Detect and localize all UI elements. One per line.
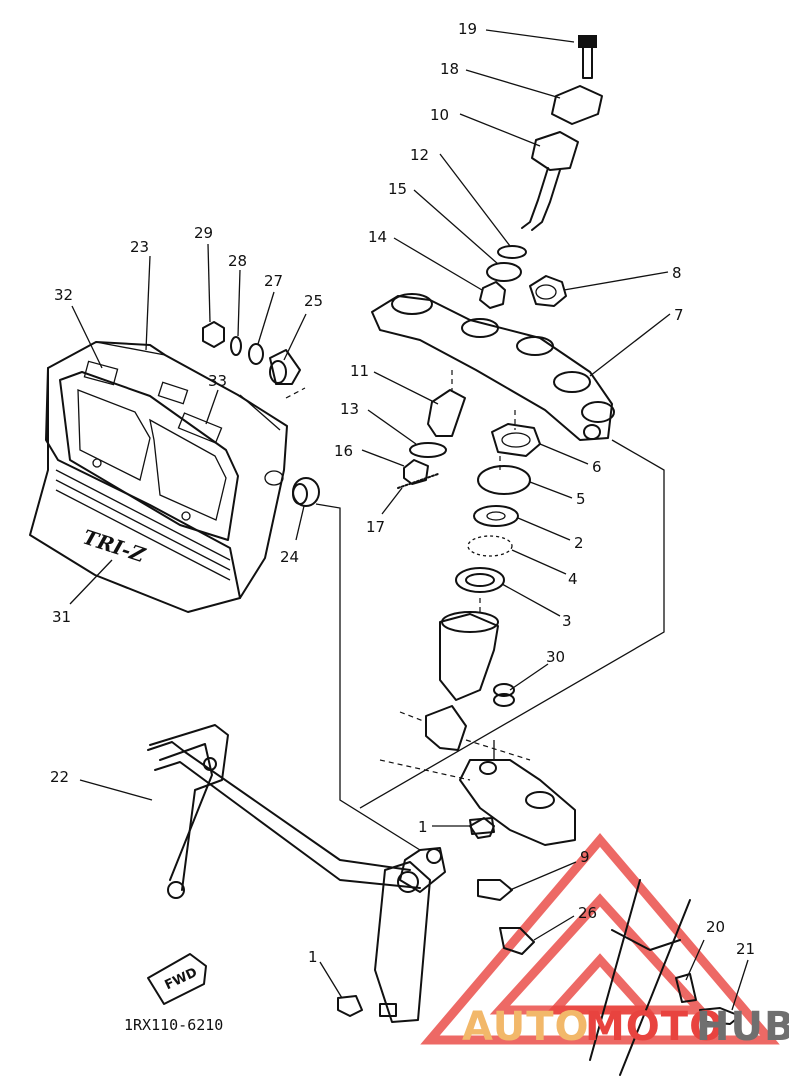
callout-27: 27	[264, 272, 283, 290]
callout-31: 31	[52, 608, 71, 626]
callout-32: 32	[54, 286, 73, 304]
frame-lines	[589, 879, 691, 1076]
callout-11: 11	[350, 362, 369, 380]
callout-4: 4	[568, 570, 578, 588]
watermark-moto: MOTO	[585, 1004, 724, 1050]
steering-bar-22	[147, 724, 446, 1023]
lower-stem-bracket	[425, 611, 576, 846]
callout-30: 30	[546, 648, 565, 666]
callout-14: 14	[368, 228, 387, 246]
callout-8: 8	[672, 264, 682, 282]
cowl-hardware	[202, 321, 301, 385]
callout-23: 23	[130, 238, 149, 256]
callout-20: 20	[706, 918, 725, 936]
callout-22: 22	[50, 768, 69, 786]
callout-15: 15	[388, 180, 407, 198]
svg-text:TRI-Z: TRI-Z	[80, 525, 149, 568]
fasteners	[337, 817, 741, 1025]
headlight-cowl: TRI-Z	[29, 341, 288, 613]
callout-1b: 1	[308, 948, 318, 966]
callout-12: 12	[410, 146, 429, 164]
upper-bracket-7	[371, 293, 615, 441]
callout-18: 18	[440, 60, 459, 78]
callout-1a: 1	[418, 818, 428, 836]
watermark-logo	[420, 833, 780, 1045]
callout-28: 28	[228, 252, 247, 270]
callout-9: 9	[580, 848, 590, 866]
grommet-24	[292, 477, 320, 507]
callout-21: 21	[736, 940, 755, 958]
stem-components	[397, 389, 541, 593]
callout-labels: 19 18 10 12 15 14 8 7 11 13 16 17 6 5 2 …	[50, 20, 755, 966]
callout-33: 33	[208, 372, 227, 390]
watermark-auto: AUTO	[462, 1004, 590, 1050]
handlebar-holder	[521, 35, 603, 231]
watermark-text: AUTO MOTO HUB	[462, 1004, 789, 1050]
callout-19: 19	[458, 20, 477, 38]
callout-29: 29	[194, 224, 213, 242]
diagram-code: 1RX110-6210	[124, 1016, 223, 1034]
guide-lines	[285, 370, 665, 851]
callout-13: 13	[340, 400, 359, 418]
watermark-hub: HUB	[696, 1004, 789, 1050]
fwd-arrow: FWD	[147, 953, 207, 1005]
washers-12-15-14	[479, 245, 567, 309]
callout-25: 25	[304, 292, 323, 310]
callout-24: 24	[280, 548, 299, 566]
callout-2: 2	[574, 534, 584, 552]
callout-16: 16	[334, 442, 353, 460]
callout-3: 3	[562, 612, 572, 630]
callout-7: 7	[674, 306, 684, 324]
leader-lines	[69, 29, 749, 1011]
callout-26: 26	[578, 904, 597, 922]
callout-10: 10	[430, 106, 449, 124]
callout-6: 6	[592, 458, 602, 476]
callout-17: 17	[366, 518, 385, 536]
callout-5: 5	[576, 490, 586, 508]
